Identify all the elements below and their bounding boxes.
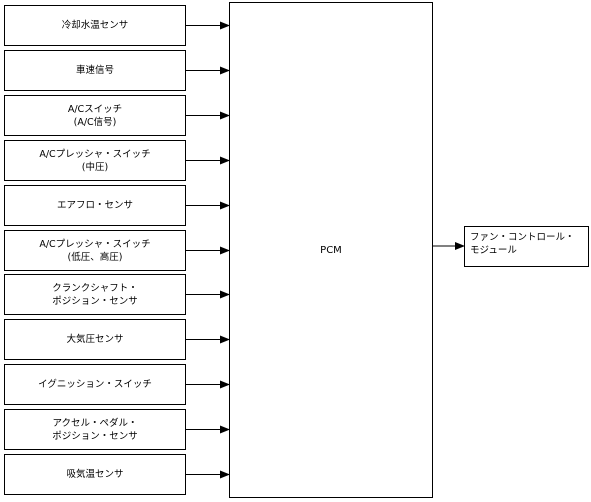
input-label-7: クランクシャフト・ ポジション・センサ bbox=[52, 282, 138, 307]
input-box-11: 吸気温センサ bbox=[4, 454, 186, 495]
input-label-8: 大気圧センサ bbox=[66, 334, 124, 345]
input-label-3: A/Cスイッチ (A/C信号) bbox=[67, 103, 123, 128]
input-label-2: 車速信号 bbox=[75, 65, 114, 76]
input-box-3: A/Cスイッチ (A/C信号) bbox=[4, 95, 186, 136]
pcm-block: PCM bbox=[229, 2, 433, 498]
input-box-8: 大気圧センサ bbox=[4, 319, 186, 360]
input-label-4: A/Cプレッシャ・スイッチ (中圧) bbox=[39, 148, 151, 173]
input-label-6: A/Cプレッシャ・スイッチ (低圧、高圧) bbox=[39, 238, 151, 263]
input-box-6: A/Cプレッシャ・スイッチ (低圧、高圧) bbox=[4, 230, 186, 271]
pcm-label: PCM bbox=[320, 244, 342, 256]
input-label-11: 吸気温センサ bbox=[66, 469, 124, 480]
input-box-1: 冷却水温センサ bbox=[4, 5, 186, 46]
fan-control-module-label: ファン・コントロール・ モジュール bbox=[470, 232, 575, 256]
fan-control-module-box: ファン・コントロール・ モジュール bbox=[464, 226, 589, 267]
input-box-10: アクセル・ペダル・ ポジション・センサ bbox=[4, 409, 186, 450]
input-label-9: イグニッション・スイッチ bbox=[38, 379, 152, 390]
input-box-9: イグニッション・スイッチ bbox=[4, 364, 186, 405]
input-label-5: エアフロ・センサ bbox=[56, 200, 133, 211]
input-label-10: アクセル・ペダル・ ポジション・センサ bbox=[52, 417, 138, 442]
input-box-4: A/Cプレッシャ・スイッチ (中圧) bbox=[4, 140, 186, 181]
input-box-7: クランクシャフト・ ポジション・センサ bbox=[4, 274, 186, 315]
input-box-5: エアフロ・センサ bbox=[4, 185, 186, 226]
input-box-2: 車速信号 bbox=[4, 50, 186, 91]
input-label-1: 冷却水温センサ bbox=[61, 20, 129, 31]
